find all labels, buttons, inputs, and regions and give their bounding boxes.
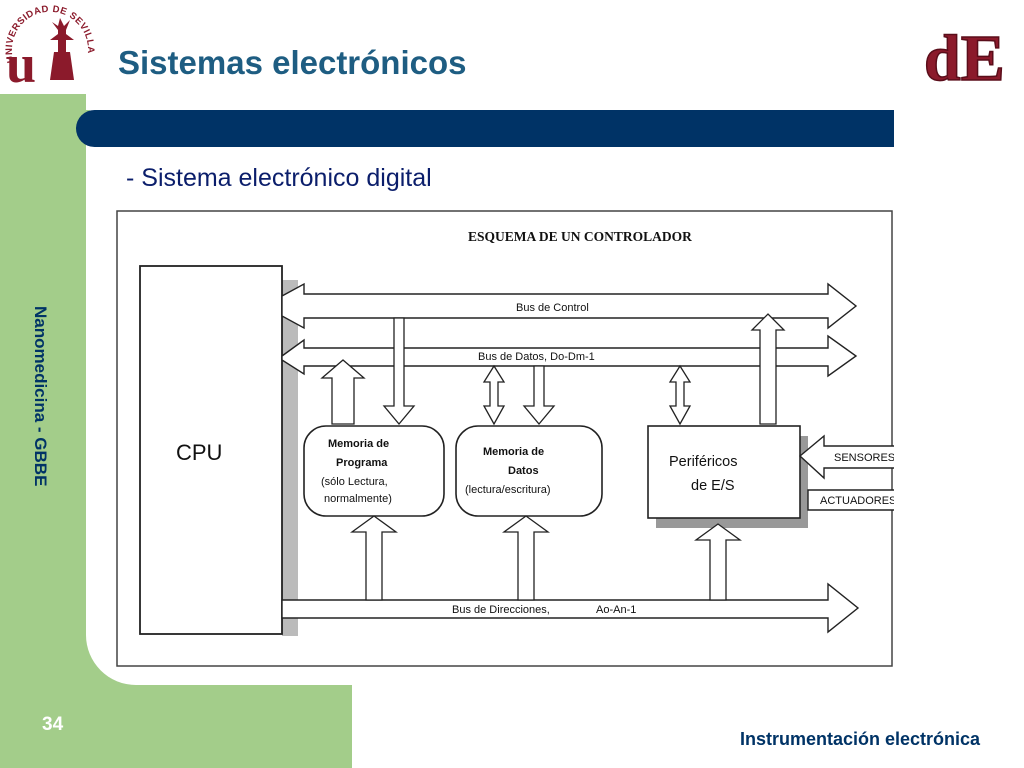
memoria-programa-line-2: Programa: [336, 457, 388, 469]
cpu-label: CPU: [176, 440, 222, 465]
mem-programa-datos-arrow: [320, 359, 366, 425]
bus-datos-label: Bus de Datos, Do-Dm-1: [478, 351, 595, 363]
perifericos-label: Periféricos de E/S: [669, 454, 742, 494]
university-emblem: [50, 18, 74, 80]
perifericos-line-1: Periféricos: [669, 454, 738, 470]
addr-perifericos-arrow: [694, 523, 742, 601]
memoria-programa-label: Memoria de Programa (sólo Lectura, norma…: [321, 438, 392, 505]
footer-course-title: Instrumentación electrónica: [740, 729, 981, 749]
memoria-datos-line-2: Datos: [508, 465, 539, 477]
university-logo: UNIVERSIDAD DE SEVILLA u: [0, 0, 100, 94]
department-initials: dE: [924, 22, 1005, 88]
controller-diagram: ESQUEMA DE UN CONTROLADOR CPU Bus de Con…: [116, 210, 894, 667]
sensores-label: SENSORES: [834, 452, 894, 464]
memoria-datos-label: Memoria de Datos (lectura/escritura): [465, 446, 551, 496]
memoria-datos-line-3: (lectura/escritura): [465, 484, 551, 496]
mem-datos-control-arrow: [522, 365, 556, 426]
mem-programa-control-arrow: [382, 317, 416, 426]
addr-mem-programa-arrow: [350, 515, 398, 601]
addr-mem-datos-arrow: [502, 515, 550, 601]
title-bar: [76, 110, 894, 147]
cpu-box: [139, 265, 283, 635]
bus-direcciones-label: Bus de Direcciones,: [452, 604, 550, 616]
header-area: [86, 0, 1024, 110]
vertical-course-label: Nanomedicina - GBBE: [31, 306, 50, 487]
mem-datos-datos-arrow: [482, 364, 506, 426]
department-logo: dE: [923, 14, 1016, 96]
slide-subtitle: - Sistema electrónico digital: [126, 164, 432, 192]
perifericos-datos-arrow: [668, 364, 692, 426]
sensores-arrow: [798, 434, 894, 480]
memoria-programa-line-1: Memoria de: [328, 438, 389, 450]
vertical-connectors: [320, 313, 786, 601]
perifericos-control-arrow: [750, 313, 786, 425]
perifericos-box: [647, 425, 801, 519]
bus-control-arrow: [281, 282, 858, 330]
bus-direcciones-arrow: [281, 582, 860, 634]
page-number: 34: [42, 714, 64, 735]
perifericos-line-2: de E/S: [691, 478, 735, 494]
bus-control-label: Bus de Control: [516, 302, 589, 314]
actuadores-arrow: [807, 489, 894, 511]
memoria-programa-line-3: (sólo Lectura,: [321, 476, 388, 488]
page-title: Sistemas electrónicos: [118, 44, 467, 81]
bus-direcciones-range: Ao-An-1: [596, 604, 636, 616]
university-initials: u: [6, 34, 36, 94]
actuadores-label: ACTUADORES: [820, 495, 894, 507]
memoria-datos-line-1: Memoria de: [483, 446, 544, 458]
cpu-shadow: [282, 280, 298, 636]
bus-datos-arrow: [281, 334, 858, 378]
memoria-programa-line-4: normalmente): [324, 493, 392, 505]
diagram-heading: ESQUEMA DE UN CONTROLADOR: [468, 229, 692, 244]
memoria-datos-box: [455, 425, 603, 517]
